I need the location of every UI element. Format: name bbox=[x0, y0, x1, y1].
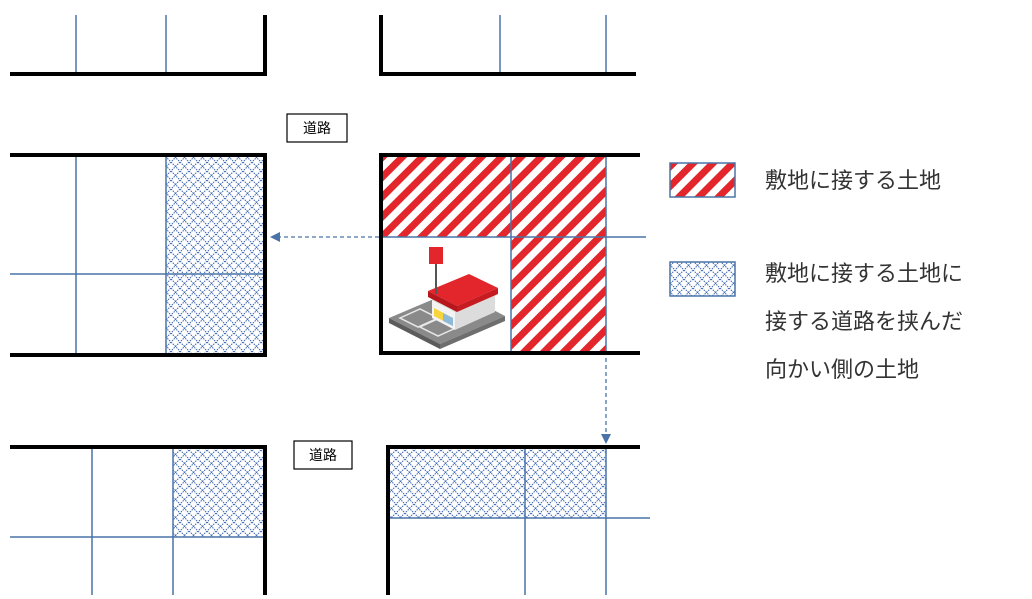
legend-label: 敷地に接する土地に bbox=[765, 262, 963, 287]
legend-swatch-blue bbox=[669, 261, 736, 297]
block-border bbox=[379, 15, 636, 76]
convenience-store-icon bbox=[389, 247, 505, 349]
block-top-right bbox=[379, 15, 636, 76]
legend-swatch-red bbox=[669, 162, 736, 198]
block-top-left bbox=[10, 15, 267, 76]
adjacent-parcel bbox=[511, 155, 606, 237]
block-border bbox=[10, 15, 267, 76]
block-middle-right bbox=[379, 153, 646, 355]
opposite-parcel bbox=[388, 447, 606, 518]
block-bottom-left bbox=[10, 445, 267, 595]
legend-item-adjacent: 敷地に接する土地 bbox=[669, 162, 941, 198]
road-label-text: 道路 bbox=[303, 121, 331, 137]
road-label-top: 道路 bbox=[286, 113, 348, 143]
adjacent-parcel bbox=[381, 155, 511, 237]
road-label-text: 道路 bbox=[309, 448, 337, 464]
legend-label: 接する道路を挟んだ bbox=[765, 310, 963, 335]
block-border bbox=[379, 153, 640, 355]
legend-label: 向かい側の土地 bbox=[765, 358, 919, 383]
block-border bbox=[386, 445, 640, 595]
block-border bbox=[10, 153, 267, 357]
legend-label: 敷地に接する土地 bbox=[765, 169, 941, 194]
legend-item-opposite: 敷地に接する土地に 接する道路を挟んだ 向かい側の土地 bbox=[669, 261, 963, 383]
adjacent-parcel bbox=[511, 237, 606, 353]
block-border bbox=[10, 445, 267, 595]
opposite-parcel bbox=[166, 155, 265, 355]
block-bottom-right bbox=[386, 445, 650, 595]
legend: 敷地に接する土地 敷地に接する土地に 接する道路を挟んだ 向かい側の土地 bbox=[669, 162, 963, 383]
road-label-bottom: 道路 bbox=[293, 440, 353, 470]
opposite-parcel bbox=[173, 447, 265, 537]
block-middle-left bbox=[10, 153, 267, 357]
